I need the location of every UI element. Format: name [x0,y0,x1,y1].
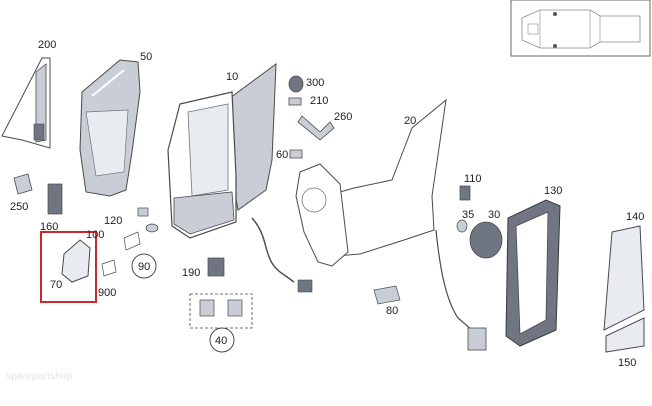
label-50: 50 [140,51,152,63]
label-140: 140 [626,211,644,223]
label-250: 250 [10,201,28,213]
label-80: 80 [386,305,398,317]
label-190: 190 [182,267,200,279]
part-130-frame [505,199,561,347]
label-90: 90 [138,261,150,273]
part-70-highlighted [61,239,91,283]
label-200: 200 [38,39,56,51]
label-120: 120 [104,215,122,227]
label-160: 160 [40,221,58,233]
part-50-housing-cover [79,59,141,197]
part-200-mirror-glass [1,57,51,149]
part-140-150-mirror-glass [603,225,645,353]
label-60: 60 [276,149,288,161]
label-900: 900 [98,287,116,299]
label-300: 300 [306,77,324,89]
label-110: 110 [464,173,482,185]
small-parts-cluster [13,173,401,353]
label-10: 10 [226,71,238,83]
label-30: 30 [488,209,500,221]
label-70: 70 [50,279,62,291]
part-20-bracket-arm [295,98,487,351]
hardware-300-210-260-60 [288,75,335,159]
label-210: 210 [310,95,328,107]
part-10-mirror-assembly [167,62,313,293]
label-130: 130 [544,185,562,197]
label-35: 35 [462,209,474,221]
label-260: 260 [334,111,352,123]
vehicle-locator-inset [510,0,651,57]
label-40: 40 [215,335,227,347]
label-150: 150 [618,357,636,369]
watermark-text: sparepartshop [6,371,73,382]
label-20: 20 [404,115,416,127]
label-100: 100 [86,229,104,241]
highlight-box-70 [40,231,97,303]
parts-110-35-30 [456,185,503,259]
